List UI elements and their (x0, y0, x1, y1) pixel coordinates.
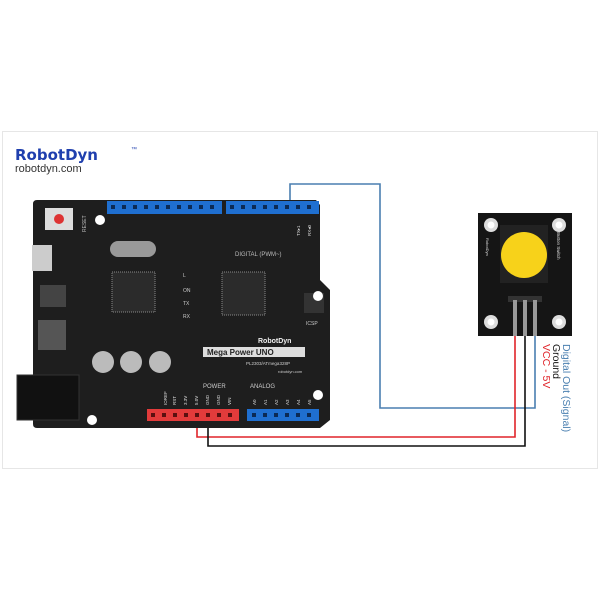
icsp-label: ICSP (306, 321, 318, 327)
brand-url: robotdyn.com (15, 163, 82, 175)
pin-label: A3 (285, 399, 290, 405)
reset-label: RESET (82, 215, 88, 232)
ground-wire-label: Ground (550, 344, 562, 379)
pin-label: A2 (274, 399, 279, 405)
module-brand: RobotDyn (485, 238, 490, 256)
board-chip: PL2303/ATmega328P (246, 361, 290, 366)
module-name: Button Switch (556, 232, 561, 260)
pin-label: VIN (227, 397, 232, 405)
digital-header-low (226, 201, 319, 214)
board-name: Mega Power UNO (207, 348, 274, 357)
pin-label: IOREF (163, 391, 168, 405)
signal-wire-label: Digital Out (Signal) (560, 344, 572, 432)
ground-wire (207, 336, 526, 447)
pin-label: RST (172, 396, 177, 405)
pin-label: 3.3V (183, 396, 188, 405)
capacitors (92, 351, 171, 373)
pin-label: A4 (296, 399, 301, 405)
analog-label: ANALOG (250, 384, 275, 390)
robotdyn-logo: RobotDyn (15, 146, 98, 164)
rx0-pin-label: RX◂0 (307, 224, 312, 236)
board-logo: RobotDyn (258, 338, 291, 345)
tx1-pin-label: TX▸1 (296, 225, 301, 236)
digital-header-high (107, 201, 222, 214)
pin-label: GND (216, 394, 221, 405)
power-label: POWER (203, 384, 226, 390)
atmega-chip (221, 271, 266, 316)
dc-jack (16, 374, 80, 421)
pin-label: A5 (307, 399, 312, 405)
pin-label: GND (205, 394, 210, 405)
pin-label: 5.0V (194, 396, 199, 405)
led-on-label: ON (183, 288, 191, 294)
analog-header (247, 409, 319, 421)
vcc-wire-label: VCC - 5V (540, 344, 552, 388)
button-switch-module: Button Switch RobotDyn (478, 213, 572, 336)
trademark: ™ (131, 146, 137, 153)
signal-wire (289, 183, 536, 409)
push-button[interactable] (501, 232, 547, 278)
digital-label: DIGITAL (PWM~) (235, 252, 282, 258)
arduino-board: DIGITAL (PWM~) TX▸1 RX◂0 RESET L ON TX R… (16, 200, 330, 428)
led-tx-label: TX (183, 301, 190, 307)
micro-usb-port (32, 245, 52, 271)
usb-serial-chip (111, 271, 156, 313)
led-rx-label: RX (183, 314, 191, 320)
led-l-label: L (183, 273, 186, 279)
power-header (147, 409, 239, 421)
pin-label: A0 (252, 399, 257, 405)
pin-label: A1 (263, 399, 268, 405)
board-site: robotdyn.com (278, 369, 303, 374)
